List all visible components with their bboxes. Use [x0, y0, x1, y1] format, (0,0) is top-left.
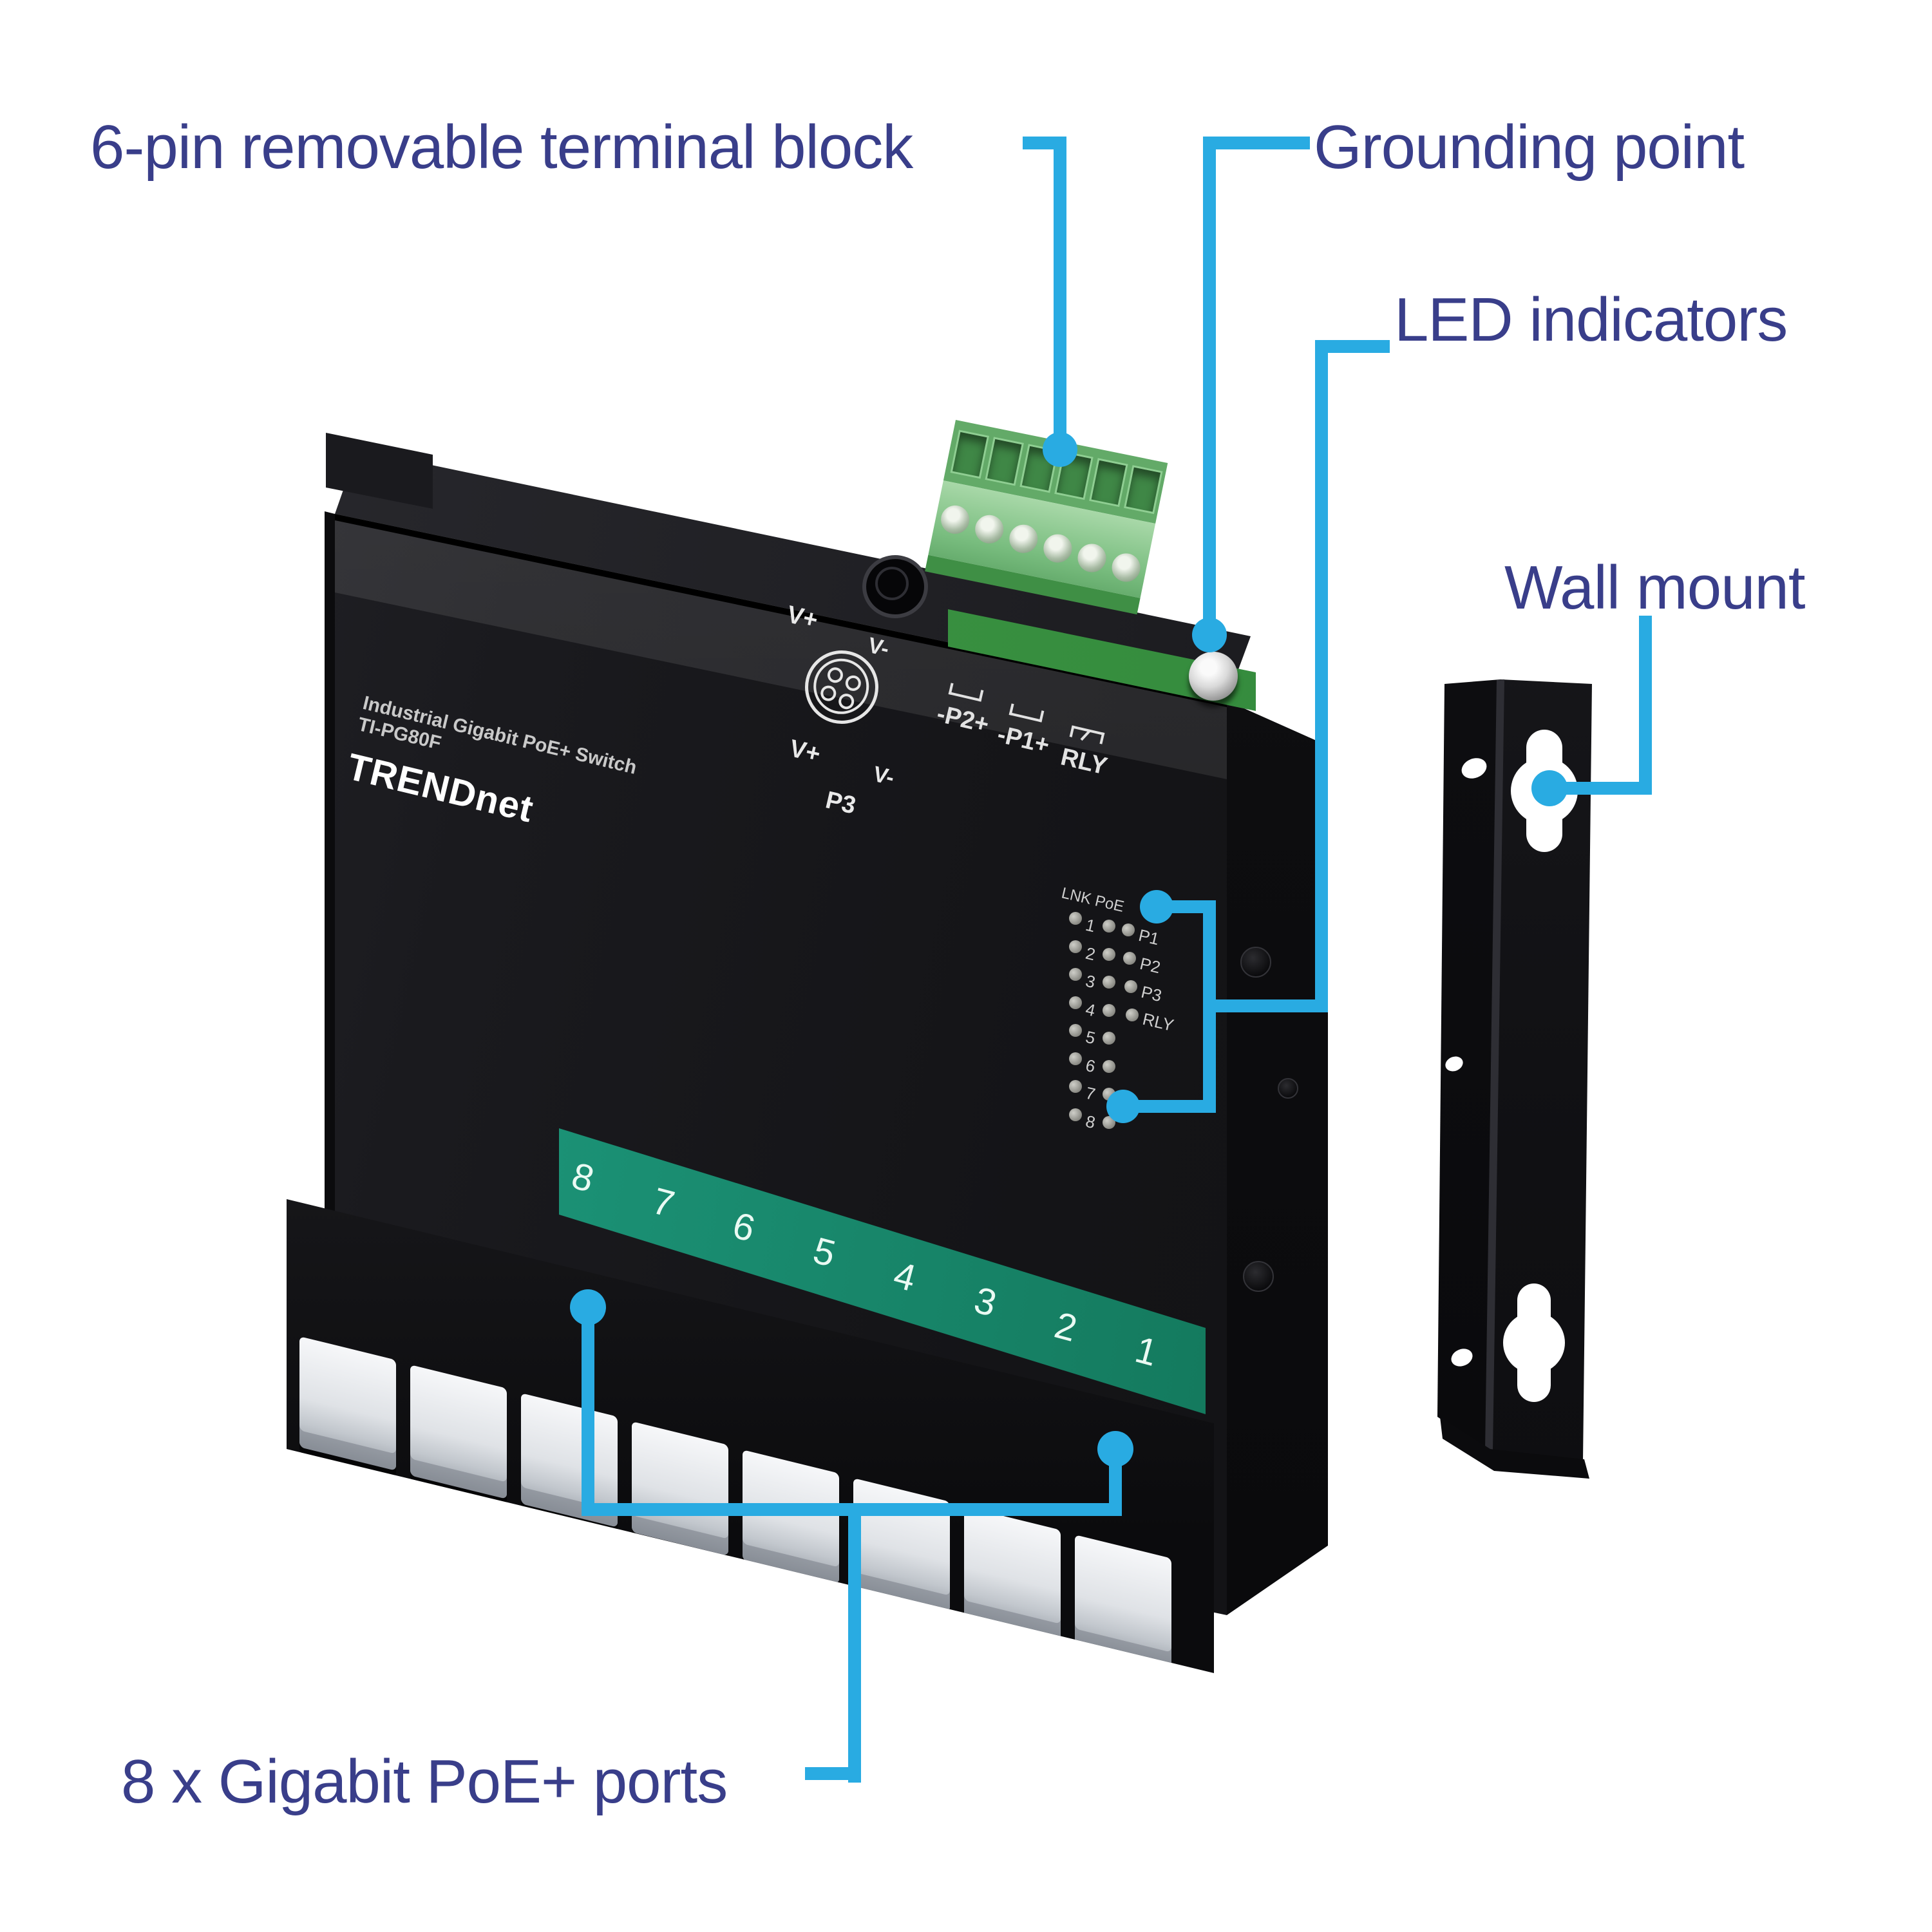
- callout-line-led-v: [1315, 340, 1328, 1012]
- port-number: 2: [1050, 1303, 1081, 1350]
- p3-led: [1124, 980, 1137, 993]
- poe-led-2: [1103, 948, 1115, 961]
- callout-line-led-stub: [1321, 340, 1390, 353]
- lnk-led-4: [1069, 996, 1082, 1009]
- callout-dot-wall: [1531, 770, 1567, 806]
- port-number: 3: [969, 1278, 1001, 1325]
- rj45-port: [853, 1478, 950, 1613]
- p2-led: [1123, 952, 1136, 965]
- callout-line-ports-stub: [805, 1767, 861, 1780]
- label-terminal-block: 6-pin removable terminal block: [90, 113, 913, 182]
- callout-dot-grounding: [1192, 618, 1227, 652]
- poe-led-6: [1103, 1060, 1115, 1073]
- terminal-screw: [1109, 551, 1143, 585]
- rly-led: [1126, 1009, 1139, 1021]
- rj45-port: [410, 1365, 507, 1499]
- lnk-led-7: [1069, 1080, 1082, 1093]
- port-number: 1: [1130, 1328, 1162, 1375]
- rj45-port: [299, 1336, 396, 1471]
- grounding-screw: [1189, 652, 1238, 701]
- rj45-port: [1075, 1535, 1171, 1669]
- lnk-led-8: [1069, 1108, 1082, 1121]
- lnk-led-2: [1069, 940, 1082, 953]
- p3-inner-ring: [808, 653, 875, 720]
- poe-led-1: [1103, 920, 1115, 933]
- terminal-screw: [1075, 541, 1109, 575]
- dc-connector: [862, 555, 928, 618]
- poe-led-4: [1103, 1004, 1115, 1017]
- callout-line-led-h: [1209, 999, 1328, 1012]
- port-number: 8: [567, 1154, 598, 1201]
- port-number: 6: [728, 1204, 759, 1251]
- callout-line-grounding-h: [1203, 137, 1310, 149]
- lnk-led-3: [1069, 968, 1082, 981]
- keyhole-circle-lower: [1503, 1312, 1565, 1374]
- callout-line-wall-h: [1553, 782, 1652, 795]
- lnk-led-6: [1069, 1052, 1082, 1065]
- terminal-cell: [1089, 458, 1128, 507]
- side-screw: [1243, 1261, 1274, 1292]
- callout-line-led-stub-bottom: [1123, 1100, 1216, 1113]
- callout-line-ports-vr: [1109, 1449, 1122, 1516]
- port-number: 7: [647, 1179, 679, 1226]
- rj45-port: [743, 1450, 839, 1584]
- rj45-port: [632, 1421, 728, 1556]
- callout-line-terminal-v: [1054, 137, 1066, 444]
- label-led: LED indicators: [1394, 285, 1788, 354]
- rj45-port: [964, 1506, 1061, 1641]
- terminal-screw: [1007, 522, 1041, 556]
- callout-line-ports-vc: [848, 1503, 861, 1783]
- callout-line-led-bar: [1203, 900, 1216, 1113]
- terminal-screw: [1041, 531, 1075, 565]
- poe-led-3: [1103, 976, 1115, 989]
- dc-connector-ring: [875, 567, 909, 600]
- lnk-led-5: [1069, 1024, 1082, 1037]
- callout-line-wall-v: [1639, 616, 1652, 795]
- side-stud: [1278, 1078, 1298, 1099]
- side-screw: [1240, 947, 1271, 978]
- callout-dot-led-top: [1140, 890, 1173, 923]
- p2-led-label: P2: [1138, 953, 1162, 978]
- callout-dot-terminal: [1043, 432, 1077, 467]
- label-ports: 8 x Gigabit PoE+ ports: [121, 1747, 728, 1816]
- terminal-screw: [972, 512, 1007, 546]
- p3-led-label: P3: [1139, 981, 1164, 1006]
- poe-led-5: [1103, 1032, 1115, 1045]
- lnk-led-1: [1069, 912, 1082, 925]
- callout-dot-led-bottom: [1106, 1090, 1140, 1123]
- terminal-cell: [950, 430, 990, 479]
- terminal-screw: [938, 502, 972, 536]
- callout-line-ports-vl: [582, 1307, 594, 1516]
- terminal-cell: [1123, 465, 1163, 515]
- terminal-cell: [985, 437, 1024, 486]
- p1-led: [1122, 923, 1135, 936]
- label-wall-mount: Wall mount: [1504, 553, 1806, 622]
- label-grounding: Grounding point: [1314, 113, 1745, 182]
- port-number: 5: [808, 1229, 840, 1276]
- port-number: 4: [889, 1253, 920, 1300]
- p1-led-label: P1: [1137, 925, 1161, 949]
- callout-line-grounding-v: [1203, 137, 1216, 621]
